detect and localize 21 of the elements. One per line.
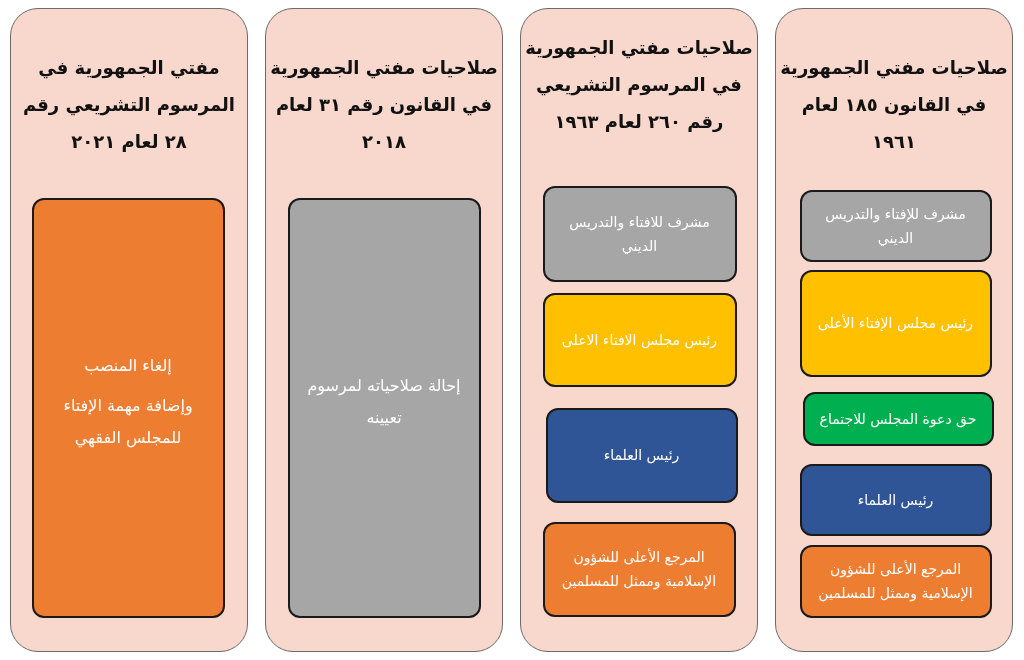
column-title: صلاحيات مفتي الجمهورية في القانون ١٨٥ لعام ١٩٦١ bbox=[780, 56, 1008, 154]
item-box bbox=[31, 197, 225, 618]
item-box: رئيس مجلس الافتاء الاعلى bbox=[542, 292, 737, 387]
column-title: مفتي الجمهورية في المرسوم التشريعي رقم ٢٨ لعام ٢٠٢١ bbox=[21, 56, 237, 154]
item-box: إحالة صلاحياته لمرسوم تعيينه bbox=[287, 197, 481, 618]
column-title: صلاحيات مفتي الجمهورية في المرسوم التشريعي رقم ٢٦٠ لعام ١٩٦٣ bbox=[525, 36, 753, 134]
item-box: رئيس العلماء bbox=[799, 463, 992, 536]
item-box: المرجع الأعلى للشؤون الإسلامية وممثل للمسلمين bbox=[542, 521, 736, 617]
column-panel bbox=[775, 8, 1013, 652]
item-box: رئيس العلماء bbox=[545, 407, 738, 503]
column-title: صلاحيات مفتي الجمهورية في القانون رقم ٣١ لعام ٢٠١٨ bbox=[270, 56, 498, 154]
column-panel bbox=[10, 8, 248, 652]
box-text: وإضافة مهمة الإفتاء للمجلس الفقهي bbox=[62, 394, 194, 450]
column-panel bbox=[520, 8, 758, 652]
item-box: حق دعوة المجلس للاجتماع bbox=[802, 391, 994, 446]
item-box: مشرف للإفتاء والتدريس الديني bbox=[799, 189, 992, 262]
column-panel bbox=[265, 8, 503, 652]
item-box: المرجع الأعلى للشؤون الإسلامية وممثل للمسلمين bbox=[799, 544, 992, 618]
item-box: مشرف للافتاء والتدريس الديني bbox=[542, 185, 737, 282]
box-text: إلغاء المنصب bbox=[84, 354, 172, 377]
item-box: رئيس مجلس الإفتاء الأعلى bbox=[799, 269, 992, 377]
